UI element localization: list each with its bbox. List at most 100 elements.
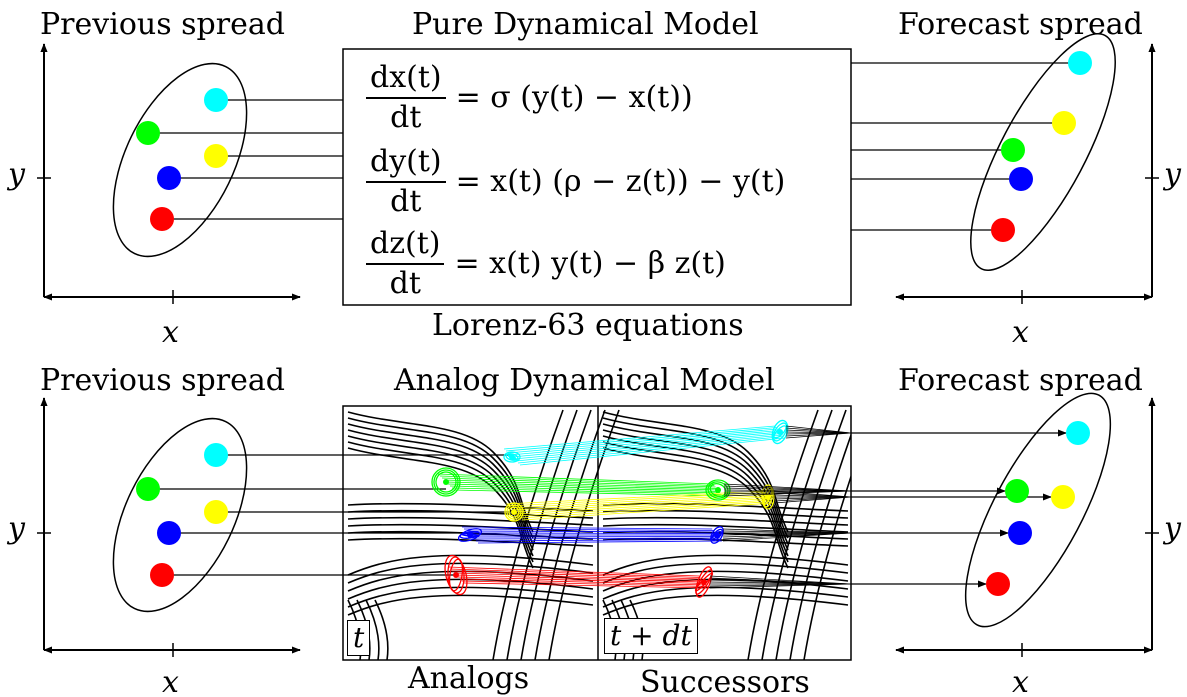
top-previous-red-member [150, 207, 174, 231]
analog-successor-ray-green [443, 479, 717, 489]
successors-streamline [803, 474, 851, 660]
analog-successor-ray-cyan [511, 431, 781, 458]
successors-streamline [602, 562, 849, 584]
bottom-forecast-green-member [1005, 479, 1029, 503]
bottom-forecast-spread-title: Forecast spread [898, 363, 1143, 398]
successor-center-green [715, 487, 721, 493]
successor-fan-line-red [709, 583, 852, 589]
analog-successor-ray-red [459, 578, 707, 586]
top-forecast-blue-member [1009, 167, 1033, 191]
successors-streamline [602, 554, 849, 576]
analog-successor-ray-blue [461, 526, 713, 530]
analog-successor-ray-red [457, 576, 706, 584]
equation-dy: dy(t)dt = x(t) (ρ − z(t)) − y(t) [366, 146, 785, 217]
analog-successor-ray-yellow [505, 490, 764, 505]
analog-successor-ray-blue [475, 539, 721, 542]
successors-streamline [602, 435, 789, 557]
analog-successor-ray-yellow [507, 492, 765, 507]
analogs-streamline [365, 599, 380, 660]
analog-successor-ray-cyan [503, 425, 776, 450]
analog-successor-ray-cyan [519, 437, 785, 466]
bottom-forecast-spread-ellipse [964, 392, 1112, 628]
analogs-streamline [347, 562, 594, 584]
analogs-streamline [347, 523, 594, 533]
analog-successor-ray-cyan [515, 434, 783, 462]
analog-center-red [453, 572, 459, 578]
successors-streamline [602, 516, 849, 526]
top-previous-yellow-member [204, 144, 228, 168]
analog-successor-ray-green [445, 481, 719, 491]
analog-center-cyan [509, 454, 515, 460]
analog-successor-ray-blue [467, 532, 716, 534]
analog-cluster-yellow [504, 502, 524, 522]
equation-dz-rhs: = x(t) y(t) − β z(t) [454, 245, 726, 281]
bottom-left-x-axis-label: x [162, 665, 179, 697]
analog-cluster-red [444, 554, 468, 596]
bottom-previous-blue-member [157, 521, 181, 545]
analog-successor-ray-yellow [513, 496, 769, 513]
analogs-streamline [347, 516, 594, 526]
analog-center-yellow [511, 509, 517, 515]
analog-cluster-yellow [506, 504, 522, 520]
analog-successor-ray-green [441, 477, 716, 488]
bottom-model-title: Analog Dynamical Model [394, 363, 775, 398]
successor-cluster-red [695, 566, 713, 598]
successors-streamline [747, 409, 819, 660]
successors-streamline [602, 586, 849, 608]
equation-dx-denominator: dt [390, 99, 422, 135]
top-forecast-spread-title: Forecast spread [898, 7, 1143, 42]
top-left-y-axis-label: y [8, 157, 25, 192]
analogs-streamline [347, 586, 594, 608]
analog-successor-ray-red [455, 574, 705, 583]
analog-successor-ray-blue [477, 540, 722, 544]
top-model-caption: Lorenz-63 equations [432, 308, 744, 343]
top-forecast-yellow-member [1052, 111, 1076, 135]
analog-successor-ray-cyan [517, 436, 784, 464]
analog-successor-ray-red [449, 568, 701, 578]
top-right-x-axis-label: x [1012, 315, 1029, 350]
top-previous-spread-ellipse [112, 62, 248, 258]
top-forecast-red-member [991, 218, 1015, 242]
analog-successor-ray-cyan [505, 427, 777, 452]
analog-successor-ray-red [463, 582, 709, 589]
pure-model-box [342, 48, 852, 306]
analog-successor-ray-red [447, 566, 700, 577]
successor-cluster-cyan [772, 422, 788, 442]
analog-successor-ray-cyan [507, 428, 778, 454]
analog-successor-ray-yellow [517, 499, 771, 517]
successor-cluster-cyan [771, 419, 789, 445]
equation-dx-numerator: dx(t) [366, 62, 446, 99]
successors-streamline [602, 570, 849, 592]
bottom-previous-green-member [136, 477, 160, 501]
successor-center-red [701, 579, 707, 585]
bottom-forecast-yellow-member [1051, 485, 1075, 509]
top-previous-green-member [136, 121, 160, 145]
analog-successor-ray-cyan [513, 433, 782, 460]
analog-cluster-green [433, 469, 459, 495]
successor-fan-line-cyan [785, 432, 852, 439]
successor-cluster-red [695, 569, 713, 595]
successors-streamline [775, 409, 847, 660]
successor-center-yellow [765, 494, 771, 500]
successors-caption: Successors [640, 665, 810, 697]
successor-center-blue [714, 532, 720, 538]
analog-successor-ray-green [449, 485, 721, 494]
analog-cluster-cyan [503, 451, 521, 463]
bottom-previous-cyan-member [204, 443, 228, 467]
successors-streamline [602, 411, 789, 533]
equation-dy-rhs: = x(t) (ρ − z(t)) − y(t) [455, 163, 786, 199]
analog-successor-ray-cyan [509, 430, 779, 456]
analogs-streamline [492, 409, 564, 660]
analog-successor-ray-red [451, 570, 702, 580]
successor-cluster-blue [710, 526, 724, 544]
analog-center-blue [467, 532, 473, 538]
analog-cluster-cyan [505, 453, 519, 461]
top-forecast-spread-ellipse [970, 33, 1116, 271]
time-t-plus-dt-tag: t + dt [604, 618, 698, 654]
successors-streamline [761, 409, 833, 660]
analog-successor-ray-blue [471, 536, 719, 538]
bottom-right-x-axis-label: x [1012, 665, 1029, 697]
bottom-previous-red-member [150, 563, 174, 587]
top-model-title: Pure Dynamical Model [412, 7, 759, 42]
